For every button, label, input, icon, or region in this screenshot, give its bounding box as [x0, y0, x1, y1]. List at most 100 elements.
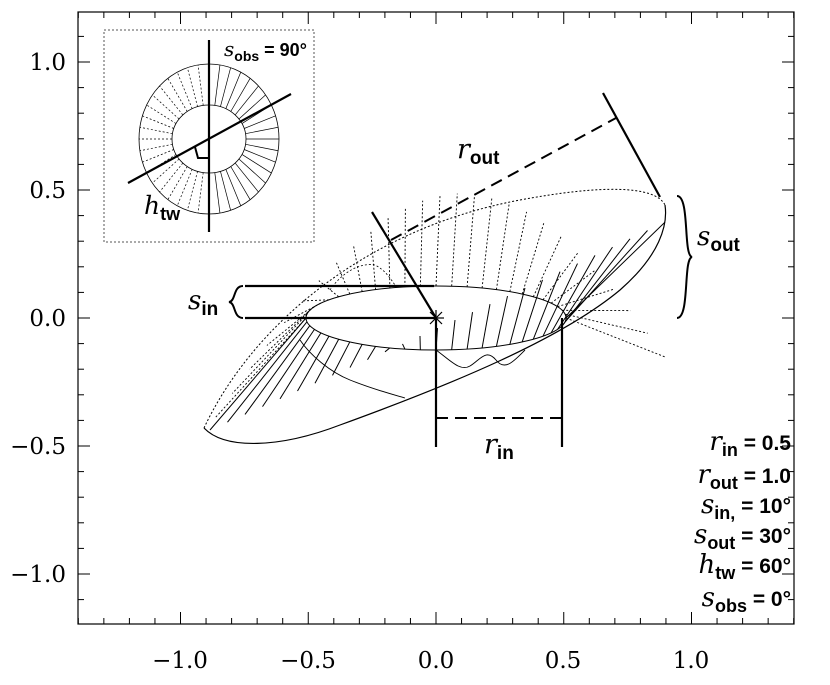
back-spoke: [419, 200, 424, 287]
inner-back-bumps: [329, 264, 396, 291]
inset-spoke: [238, 158, 266, 184]
s-out-dimension: sout: [676, 195, 741, 319]
inset-spoke: [238, 94, 266, 120]
inset-spoke: [167, 78, 188, 112]
front-spoke: [509, 287, 526, 345]
inset-spoke: [176, 169, 193, 206]
front-spoke: [557, 246, 613, 330]
inset-spoke: [187, 67, 198, 107]
inset-spoke: [152, 158, 180, 184]
param-h-tw: htw = 60°: [699, 550, 791, 583]
back-spoke: [301, 299, 330, 302]
y-tick-labels: 1.0 0.5 0.0 −0.5 −1.0: [10, 50, 66, 588]
x-tick-labels: −1.0 −0.5 0.0 0.5 1.0: [152, 648, 709, 674]
inner-wiggle: [435, 349, 526, 368]
front-spoke: [297, 335, 330, 392]
y-tick-label: 0.0: [29, 306, 66, 332]
y-tick-label: −0.5: [10, 434, 66, 460]
front-spoke: [367, 346, 377, 360]
s-out-label: sout: [697, 222, 741, 256]
front-spoke: [451, 320, 456, 350]
s-in-dimension: sin: [188, 284, 436, 320]
outer-rim-back: [203, 188, 666, 429]
back-spoke: [532, 236, 562, 297]
x-tick-label: 1.0: [673, 648, 710, 674]
inset-spoke: [142, 149, 174, 163]
inset-spoke: [241, 154, 272, 174]
inset-spoke: [197, 64, 204, 106]
inset-twist-axis: [127, 93, 292, 184]
back-spoke: [335, 261, 351, 295]
inset-spoke: [230, 78, 251, 112]
front-spoke: [542, 263, 578, 337]
front-spoke: [550, 255, 596, 334]
inset-spoke: [167, 166, 188, 200]
back-spoke: [214, 317, 307, 419]
inset-spoke: [234, 85, 259, 116]
inset-spoke: [230, 166, 251, 200]
front-spoke: [227, 321, 308, 423]
front-spoke: [332, 341, 351, 376]
front-spoke: [349, 344, 363, 368]
back-spoke: [249, 310, 311, 370]
back-spoke: [231, 313, 308, 394]
s-in-label: sin: [188, 286, 218, 320]
r-out-label: rout: [457, 134, 500, 169]
front-spoke: [481, 304, 491, 349]
inset-spoke: [245, 126, 279, 135]
x-tick-label: 0.5: [545, 648, 582, 674]
param-r-out: rout = 1.0: [697, 460, 791, 493]
back-spoke: [542, 251, 579, 301]
param-s-out: sout = 30°: [694, 520, 791, 553]
inset-panel: sobs = 90° htw: [103, 29, 315, 243]
inset-spoke: [146, 104, 177, 124]
inset-spoke: [220, 171, 231, 211]
back-spoke: [318, 280, 339, 298]
warped-disk: [203, 188, 667, 445]
front-spoke: [521, 279, 543, 343]
h-tw-label: htw: [144, 191, 181, 224]
front-spoke: [314, 338, 340, 384]
inset-spoke: [244, 115, 276, 129]
axis-ticks: [77, 12, 795, 624]
inset-spoke: [152, 94, 180, 120]
front-spoke: [564, 230, 648, 323]
inset-spoke: [244, 149, 276, 163]
inset-spoke: [142, 115, 174, 129]
back-spoke: [481, 197, 493, 289]
inset-spoke: [225, 169, 242, 206]
parameter-list: rin = 0.5 rout = 1.0 sin, = 10° sout = 3…: [694, 427, 791, 616]
inset-spoke: [214, 172, 221, 214]
inset-spoke: [187, 171, 198, 211]
back-spoke: [521, 222, 545, 295]
back-spoke: [564, 313, 648, 334]
y-tick-label: −1.0: [10, 562, 66, 588]
r-in-dimension: rin: [434, 318, 564, 464]
inset-spoke: [139, 126, 173, 135]
r-out-dimension: rout: [371, 92, 661, 319]
inset-angle-marker: [194, 146, 209, 159]
inset-spoke: [197, 172, 204, 214]
back-spoke: [284, 302, 322, 324]
back-spoke: [509, 211, 527, 292]
inset-spokes: [139, 64, 279, 214]
front-spoke: [279, 332, 322, 400]
inset-spoke: [234, 162, 259, 193]
front-spoke: [262, 329, 315, 407]
back-spoke: [557, 288, 614, 308]
back-spoke: [466, 194, 476, 287]
front-spoke: [495, 295, 508, 347]
back-spoke: [495, 203, 510, 290]
front-spoke: [565, 221, 666, 319]
outer-rim-front: [203, 204, 667, 445]
r-in-label: rin: [484, 429, 514, 464]
x-tick-label: 0.0: [418, 648, 455, 674]
front-spoke: [209, 317, 307, 431]
front-spoke: [532, 271, 561, 340]
param-s-obs: sobs = 0°: [702, 583, 791, 616]
inner-front-edge: [299, 339, 406, 399]
back-spoke: [550, 269, 597, 304]
x-tick-label: −0.5: [280, 648, 336, 674]
param-r-in: rin = 0.5: [709, 427, 791, 460]
